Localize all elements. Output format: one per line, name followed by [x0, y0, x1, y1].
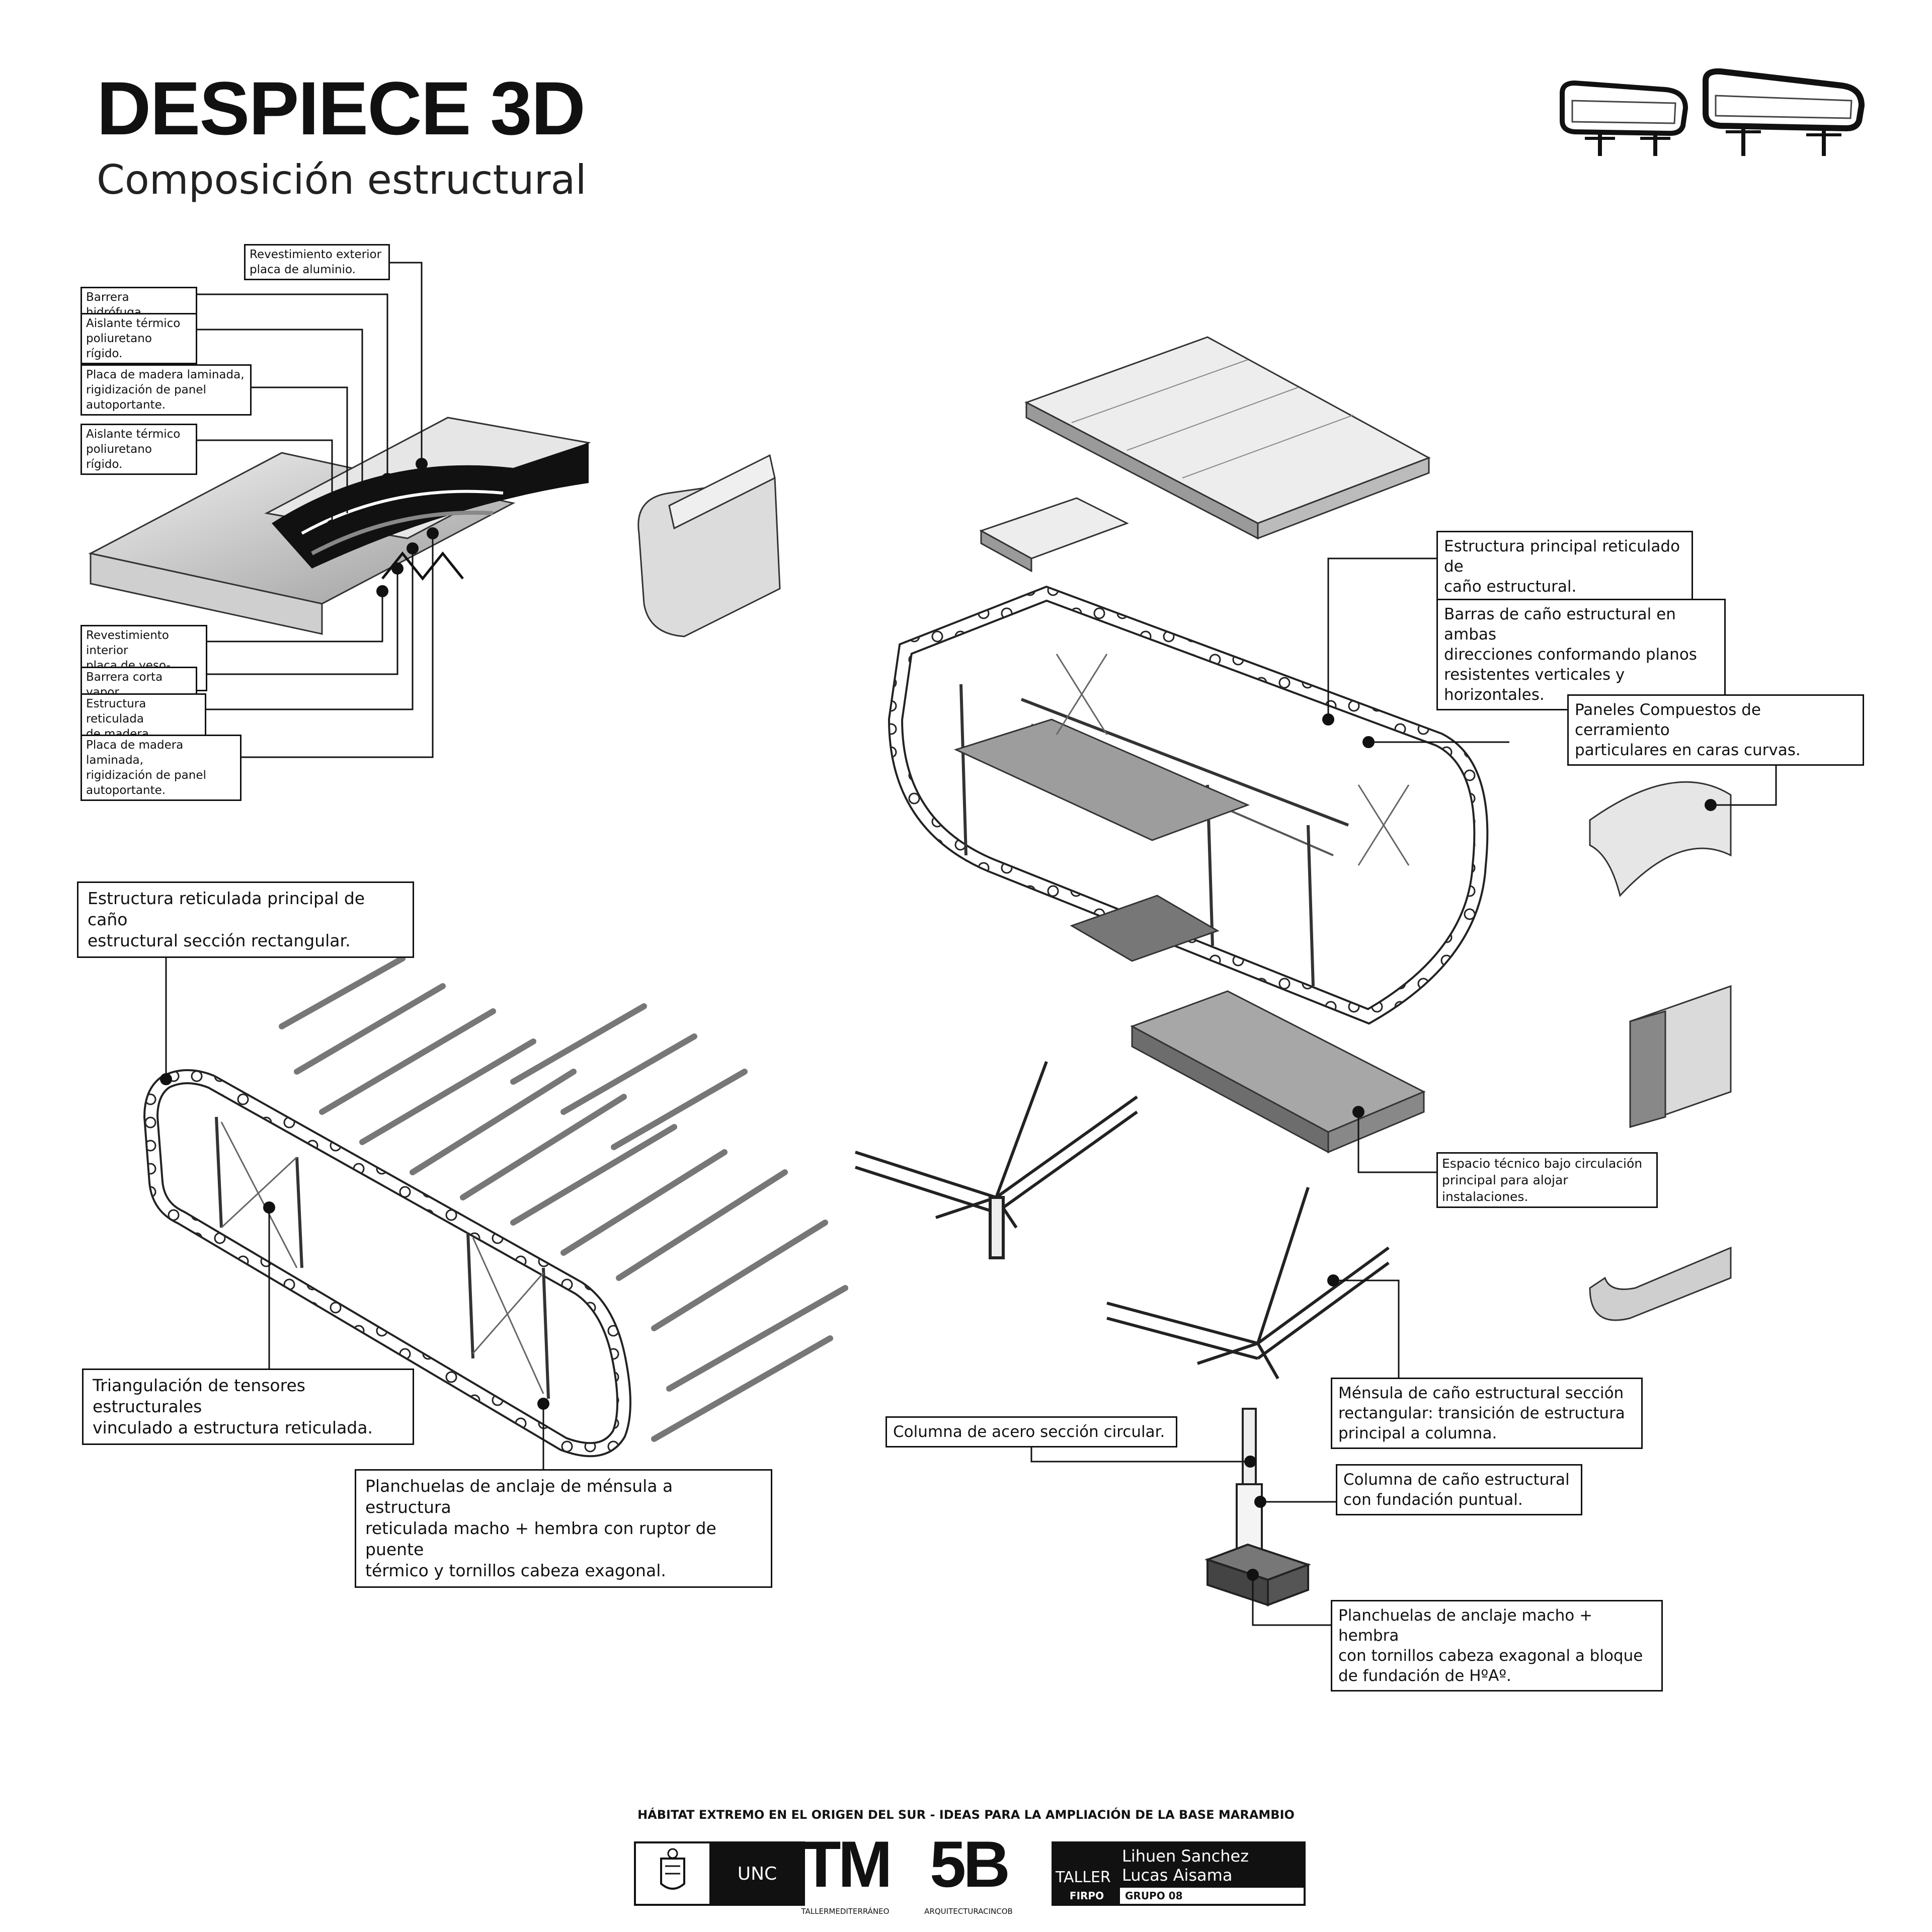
thumbnail-module-small	[1560, 80, 1688, 156]
unc-logo: UNC	[634, 1841, 805, 1906]
label-pipe-column: Columna de caño estructural con fundació…	[1336, 1464, 1582, 1515]
university-seal-icon	[636, 1843, 711, 1904]
taller-word: TALLER	[1056, 1869, 1111, 1886]
tm-caption: TALLERMEDITERRÁNEO	[801, 1907, 890, 1916]
label-steel-column: Columna de acero sección circular.	[886, 1416, 1177, 1447]
project-title: HÁBITAT EXTREMO EN EL ORIGEN DEL SUR - I…	[637, 1808, 1295, 1822]
bracket-upper	[855, 1061, 1138, 1259]
label-exterior-cladding: Revestimiento exterior placa de aluminio…	[244, 244, 390, 280]
taller-mediterraneo-logo: TM TALLERMEDITERRÁNEO	[785, 1831, 906, 1916]
roof-panels	[979, 336, 1431, 573]
label-triangulation: Triangulación de tensores estructurales …	[82, 1369, 414, 1445]
firpo-tag: FIRPO	[1054, 1888, 1120, 1904]
label-plywood-inner: Placa de madera laminada, rigidización d…	[80, 735, 242, 801]
author-names: Lihuen Sanchez Lucas Aisama	[1122, 1846, 1249, 1885]
unc-text: UNC	[711, 1843, 803, 1904]
label-plywood-outer: Placa de madera laminada, rigidización d…	[80, 364, 252, 416]
arquitectura-cincob-logo: 5B ARQUITECTURACINCOB	[911, 1831, 1026, 1916]
label-curved-panels: Paneles Compuestos de cerramiento partic…	[1567, 694, 1864, 766]
label-foundation-plates: Planchuelas de anclaje macho + hembra co…	[1331, 1600, 1663, 1692]
page-title: DESPIECE 3D	[97, 66, 586, 150]
main-module-frame	[888, 585, 1489, 1025]
page-subtitle: Composición estructural	[97, 156, 587, 203]
label-main-lattice: Estructura principal reticulado de caño …	[1436, 531, 1693, 602]
tm-mark: TM	[801, 1827, 893, 1901]
leader-dots	[160, 458, 1717, 1581]
label-insulation-inner: Aislante térmico poliuretano rígido.	[80, 424, 197, 475]
label-technical-space: Espacio técnico bajo circulación princip…	[1436, 1152, 1658, 1208]
technical-floor-space	[1130, 990, 1426, 1154]
label-bracket: Ménsula de caño estructural sección rect…	[1331, 1378, 1643, 1449]
fiveb-caption: ARQUITECTURACINCOB	[924, 1907, 1013, 1916]
taller-firpo-credits: TALLER Lihuen Sanchez Lucas Aisama FIRPO…	[1052, 1841, 1306, 1906]
fiveb-mark: 5B	[929, 1827, 1010, 1901]
leader-lines	[165, 262, 1777, 1626]
thumbnail-module-large	[1703, 68, 1865, 156]
bracket-lower	[1106, 1187, 1390, 1380]
rect-lattice-structure	[143, 955, 848, 1458]
curved-closing-panels	[1589, 781, 1732, 1321]
label-insulation-outer: Aislante térmico poliuretano rígido.	[80, 313, 197, 364]
label-structural-bars: Barras de caño estructural en ambas dire…	[1436, 599, 1726, 710]
label-anchor-plates: Planchuelas de anclaje de ménsula a estr…	[355, 1469, 772, 1588]
label-rect-lattice: Estructura reticulada principal de caño …	[77, 881, 414, 958]
group-number: GRUPO 08	[1125, 1890, 1183, 1902]
curved-end-panel	[637, 454, 781, 637]
